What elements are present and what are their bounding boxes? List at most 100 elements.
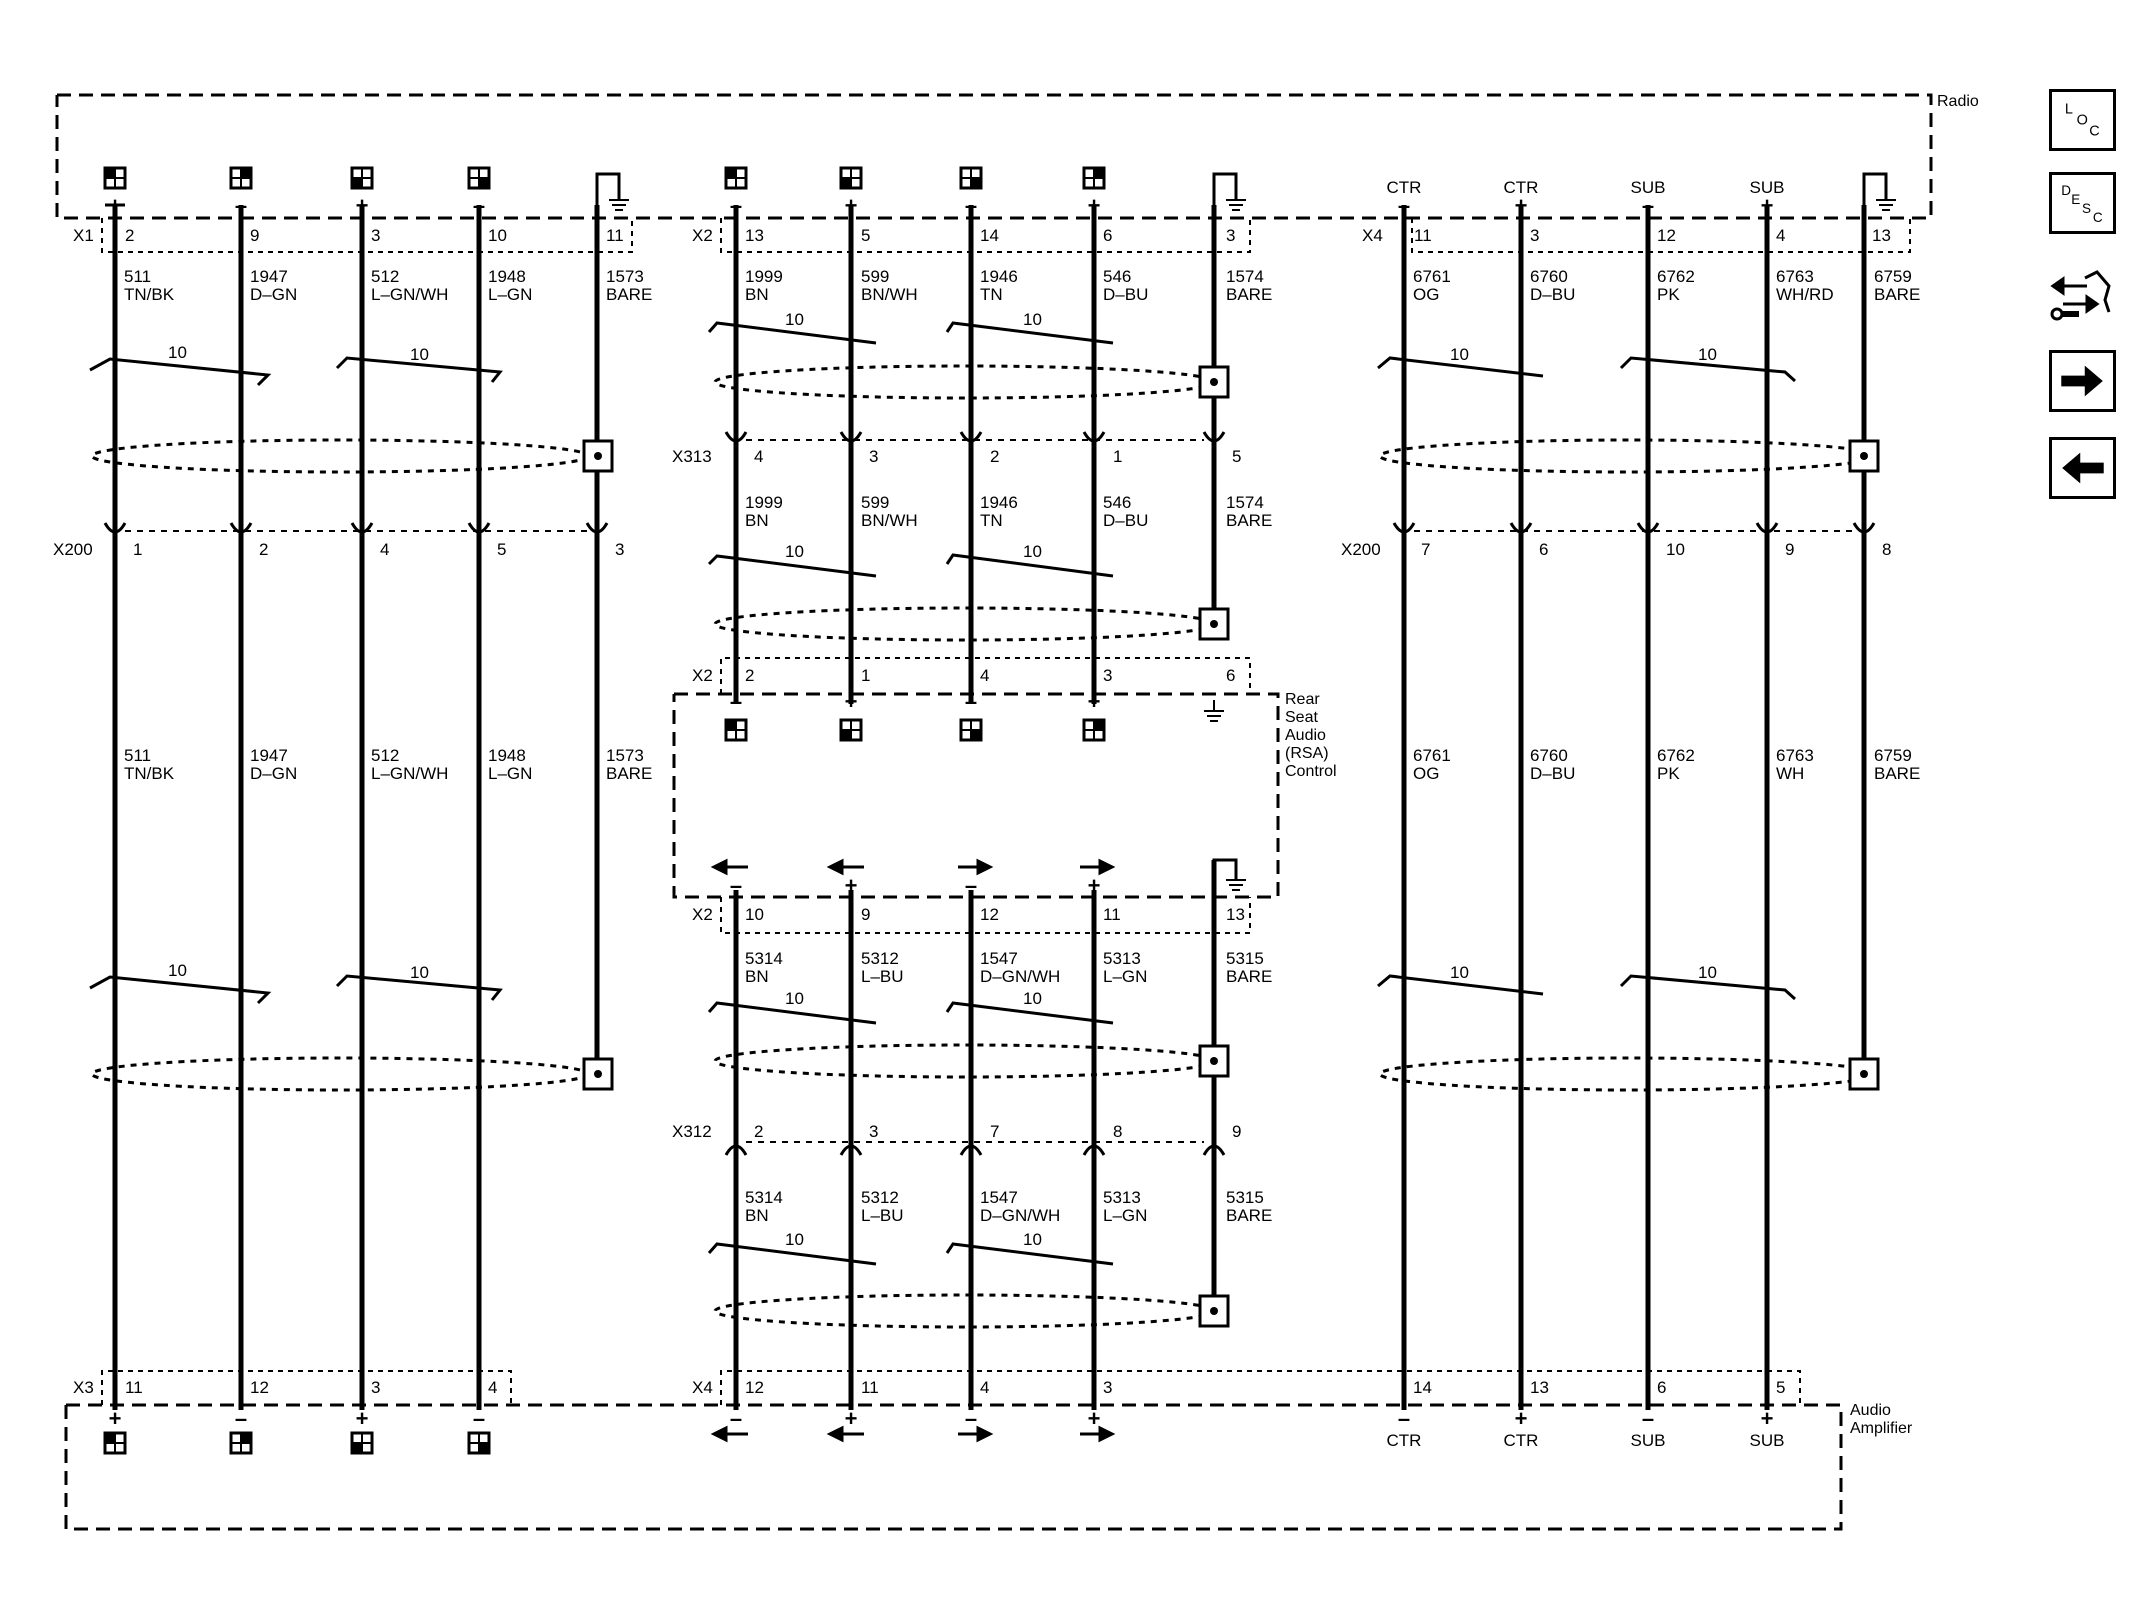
twisted-pair-marks (89, 321, 1797, 1266)
svg-text:10: 10 (1698, 345, 1717, 364)
svg-text:10: 10 (785, 310, 804, 329)
svg-text:Control: Control (1285, 763, 1337, 780)
connector-cup-icon (1202, 431, 1226, 443)
connector-cup-icon (1202, 1144, 1226, 1156)
connector-cup-icon (839, 1144, 863, 1156)
signal-arrows (710, 858, 1116, 1443)
svg-text:10: 10 (785, 542, 804, 561)
svg-text:6761: 6761 (1413, 746, 1451, 765)
svg-text:1573: 1573 (606, 746, 644, 765)
svg-text:1573: 1573 (606, 267, 644, 286)
svg-text:1547: 1547 (980, 949, 1018, 968)
svg-text:CTR: CTR (1504, 178, 1539, 197)
connector-cup-icon (1082, 431, 1106, 443)
description-button[interactable]: D E S C (2049, 172, 2116, 234)
svg-text:511: 511 (124, 267, 151, 286)
svg-text:9: 9 (861, 905, 870, 924)
svg-text:–: – (730, 1406, 742, 1431)
svg-text:–: – (1642, 1406, 1654, 1431)
svg-text:+: + (1088, 873, 1101, 898)
next-page-button[interactable] (2049, 350, 2116, 412)
svg-text:14: 14 (1413, 1378, 1432, 1397)
svg-text:OG: OG (1413, 285, 1439, 304)
svg-text:10: 10 (410, 345, 429, 364)
svg-text:Rear: Rear (1285, 691, 1320, 708)
connector-info-button[interactable] (2049, 264, 2116, 326)
svg-text:–: – (1398, 1406, 1410, 1431)
arrow-left-icon (2062, 452, 2104, 484)
svg-text:–: – (730, 873, 742, 898)
svg-text:11: 11 (1414, 226, 1432, 245)
svg-text:8: 8 (1882, 540, 1891, 559)
svg-text:9: 9 (1785, 540, 1794, 559)
svg-text:+: + (109, 1406, 122, 1431)
svg-text:X2: X2 (692, 905, 713, 924)
svg-text:+: + (109, 193, 122, 218)
svg-text:6762: 6762 (1657, 746, 1695, 765)
svg-text:12: 12 (980, 905, 999, 924)
radio-ground-stubs (595, 172, 1888, 890)
svg-text:CTR: CTR (1387, 1431, 1422, 1450)
svg-text:+: + (1761, 193, 1774, 218)
svg-text:6762: 6762 (1657, 267, 1695, 286)
connector-cup-icon (1852, 522, 1876, 534)
speaker-terminal-icon (839, 718, 863, 742)
connector-x3-header (101, 1370, 512, 1405)
svg-text:OG: OG (1413, 764, 1439, 783)
svg-text:(RSA): (RSA) (1285, 745, 1329, 762)
svg-text:12: 12 (250, 1378, 269, 1397)
connector-cup-icon (724, 1144, 748, 1156)
svg-text:3: 3 (1103, 1378, 1112, 1397)
svg-text:L–GN: L–GN (488, 764, 532, 783)
connector-cup-icon (350, 522, 374, 534)
svg-text:5312: 5312 (861, 949, 899, 968)
shield-drain-dots (594, 378, 1868, 1315)
svg-text:Audio: Audio (1850, 1402, 1891, 1419)
svg-text:3: 3 (1530, 226, 1539, 245)
connector-cup-icon (103, 522, 127, 534)
svg-text:–: – (965, 873, 977, 898)
connector-labels: X1 X2 X4 X200 X313 X200 X2 X2 X312 X3 X4 (53, 226, 1383, 1397)
svg-text:+: + (845, 1406, 858, 1431)
speaker-terminal-icon (103, 1431, 127, 1455)
svg-text:4: 4 (980, 1378, 989, 1397)
svg-text:+: + (356, 1406, 369, 1431)
connector-x2-radio-header (720, 218, 1251, 253)
svg-text:BN: BN (745, 1206, 769, 1225)
svg-text:1947: 1947 (250, 267, 288, 286)
svg-text:5: 5 (497, 540, 506, 559)
speaker-terminal-icon (839, 166, 863, 190)
loc-icon: L O C (2065, 102, 2100, 140)
svg-text:546: 546 (1103, 267, 1131, 286)
svg-text:+: + (1088, 1406, 1101, 1431)
connector-cup-icon (1509, 522, 1533, 534)
svg-text:BARE: BARE (1226, 967, 1272, 986)
svg-text:Amplifier: Amplifier (1850, 1420, 1913, 1437)
location-button[interactable]: L O C (2049, 89, 2116, 151)
svg-text:3: 3 (1226, 226, 1235, 245)
svg-text:SUB: SUB (1750, 178, 1785, 197)
svg-text:+: + (1088, 689, 1101, 714)
svg-text:6760: 6760 (1530, 267, 1568, 286)
svg-text:1947: 1947 (250, 746, 288, 765)
speaker-terminal-icon (724, 718, 748, 742)
svg-text:+: + (1761, 1406, 1774, 1431)
svg-text:1: 1 (133, 540, 142, 559)
svg-text:BARE: BARE (1226, 511, 1272, 530)
svg-text:WH/RD: WH/RD (1776, 285, 1834, 304)
svg-text:5315: 5315 (1226, 1188, 1264, 1207)
svg-text:D–GN/WH: D–GN/WH (980, 1206, 1060, 1225)
svg-text:1547: 1547 (980, 1188, 1018, 1207)
svg-text:–: – (235, 1406, 247, 1431)
previous-page-button[interactable] (2049, 437, 2116, 499)
svg-text:9: 9 (250, 226, 259, 245)
svg-text:3: 3 (371, 226, 380, 245)
svg-text:5314: 5314 (745, 949, 783, 968)
svg-text:1948: 1948 (488, 746, 526, 765)
svg-text:2: 2 (745, 666, 754, 685)
svg-text:D–BU: D–BU (1530, 285, 1575, 304)
svg-text:X1: X1 (73, 226, 94, 245)
svg-text:4: 4 (1776, 226, 1785, 245)
svg-text:12: 12 (745, 1378, 764, 1397)
